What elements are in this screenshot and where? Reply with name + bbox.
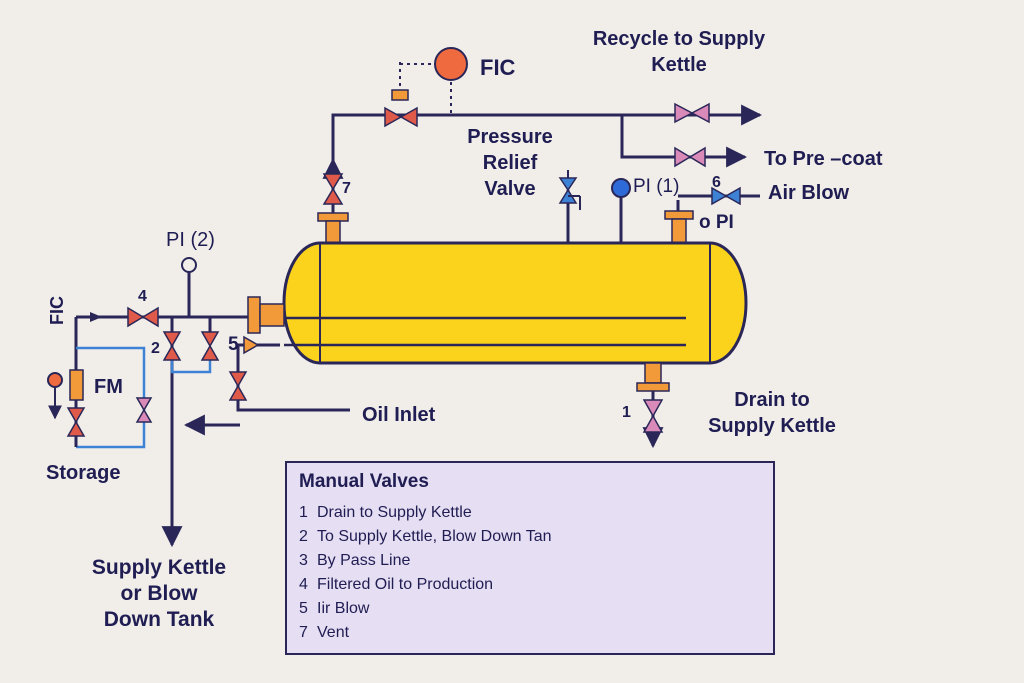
valve-5-icon[interactable] <box>243 335 260 355</box>
pi2-gauge-icon <box>181 257 197 273</box>
fic-top-label: FIC <box>480 55 516 80</box>
legend-item-text: Iir Blow <box>317 600 370 617</box>
legend-item-number: 1 <box>299 504 308 521</box>
air-blow-valve-6-icon[interactable] <box>711 186 741 206</box>
air-blow-nozzle <box>664 210 694 244</box>
bypass-valve-icon[interactable] <box>135 397 153 423</box>
valve-1-number: 1 <box>622 404 631 421</box>
pi-small-label: o PI <box>699 212 734 233</box>
to-precoat-label: To Pre –coat <box>764 148 883 170</box>
pi1-label: PI (1) <box>633 176 680 197</box>
legend-item-number: 4 <box>299 576 308 593</box>
fic-left-label: FIC <box>47 296 67 325</box>
legend-item-text: To Supply Kettle, Blow Down Tan <box>317 528 552 545</box>
precoat-valve-icon[interactable] <box>674 146 706 168</box>
supply-kettle-label: Supply Kettle or Blow Down Tank <box>91 556 227 631</box>
legend-item: 3 By Pass Line <box>299 549 761 573</box>
valve-3-icon[interactable] <box>200 331 220 361</box>
drain-nozzle <box>636 362 670 449</box>
valve-4-icon[interactable] <box>127 306 159 328</box>
legend-list: 1 Drain to Supply Kettle 2 To Supply Kettl… <box>299 501 761 645</box>
vent-nozzle <box>317 212 349 244</box>
pressure-relief-label: Pressure Relief Valve <box>467 126 553 200</box>
pi2-label: PI (2) <box>166 229 215 251</box>
oil-inlet-valve-icon[interactable] <box>228 371 248 401</box>
legend-item-number: 5 <box>299 600 308 617</box>
legend-item: 1 Drain to Supply Kettle <box>299 501 761 525</box>
legend-item-text: By Pass Line <box>317 552 411 569</box>
legend-item-number: 2 <box>299 528 308 545</box>
pressure-relief-valve[interactable] <box>558 170 581 243</box>
valve-6-number: 6 <box>712 174 721 191</box>
inlet-flange <box>247 296 285 334</box>
storage-label: Storage <box>46 462 121 484</box>
flow-arrow-icon <box>90 312 102 322</box>
legend-item-number: 7 <box>299 624 308 641</box>
oil-inlet-label: Oil Inlet <box>362 404 436 426</box>
valve-2-number: 2 <box>151 340 160 357</box>
drain-label: Drain to Supply Kettle <box>708 389 836 437</box>
legend-item-text: Drain to Supply Kettle <box>317 504 472 521</box>
valve-4-number: 4 <box>138 288 147 305</box>
recycle-label: Recycle to Supply Kettle <box>592 28 766 76</box>
legend-item: 5 Iir Blow <box>299 597 761 621</box>
legend-item-number: 3 <box>299 552 308 569</box>
flow-meter <box>69 369 84 401</box>
fic-control-valve[interactable] <box>384 62 452 128</box>
storage-valve-icon[interactable] <box>66 407 86 437</box>
legend-item: 2 To Supply Kettle, Blow Down Tan <box>299 525 761 549</box>
drain-valve-1-icon[interactable] <box>642 399 664 433</box>
fm-label: FM <box>94 376 123 398</box>
recycle-valve-icon[interactable] <box>674 102 710 124</box>
vent-valve-7-icon[interactable] <box>322 173 344 205</box>
legend-item-text: Filtered Oil to Production <box>317 576 494 593</box>
legend-item: 4 Filtered Oil to Production <box>299 573 761 597</box>
fic-top-instrument-icon <box>434 47 468 81</box>
legend-item: 7 Vent <box>299 621 761 645</box>
valve-5-number: 5 <box>228 334 239 355</box>
filter-vessel <box>282 241 748 365</box>
air-blow-label: Air Blow <box>768 182 850 204</box>
legend-item-text: Vent <box>317 624 350 641</box>
valve-2-icon[interactable] <box>162 331 182 361</box>
valve-7-number: 7 <box>342 180 351 197</box>
legend-title: Manual Valves <box>299 471 429 492</box>
pi1-gauge-icon <box>611 178 631 198</box>
fic-left-instrument-icon <box>47 372 63 388</box>
